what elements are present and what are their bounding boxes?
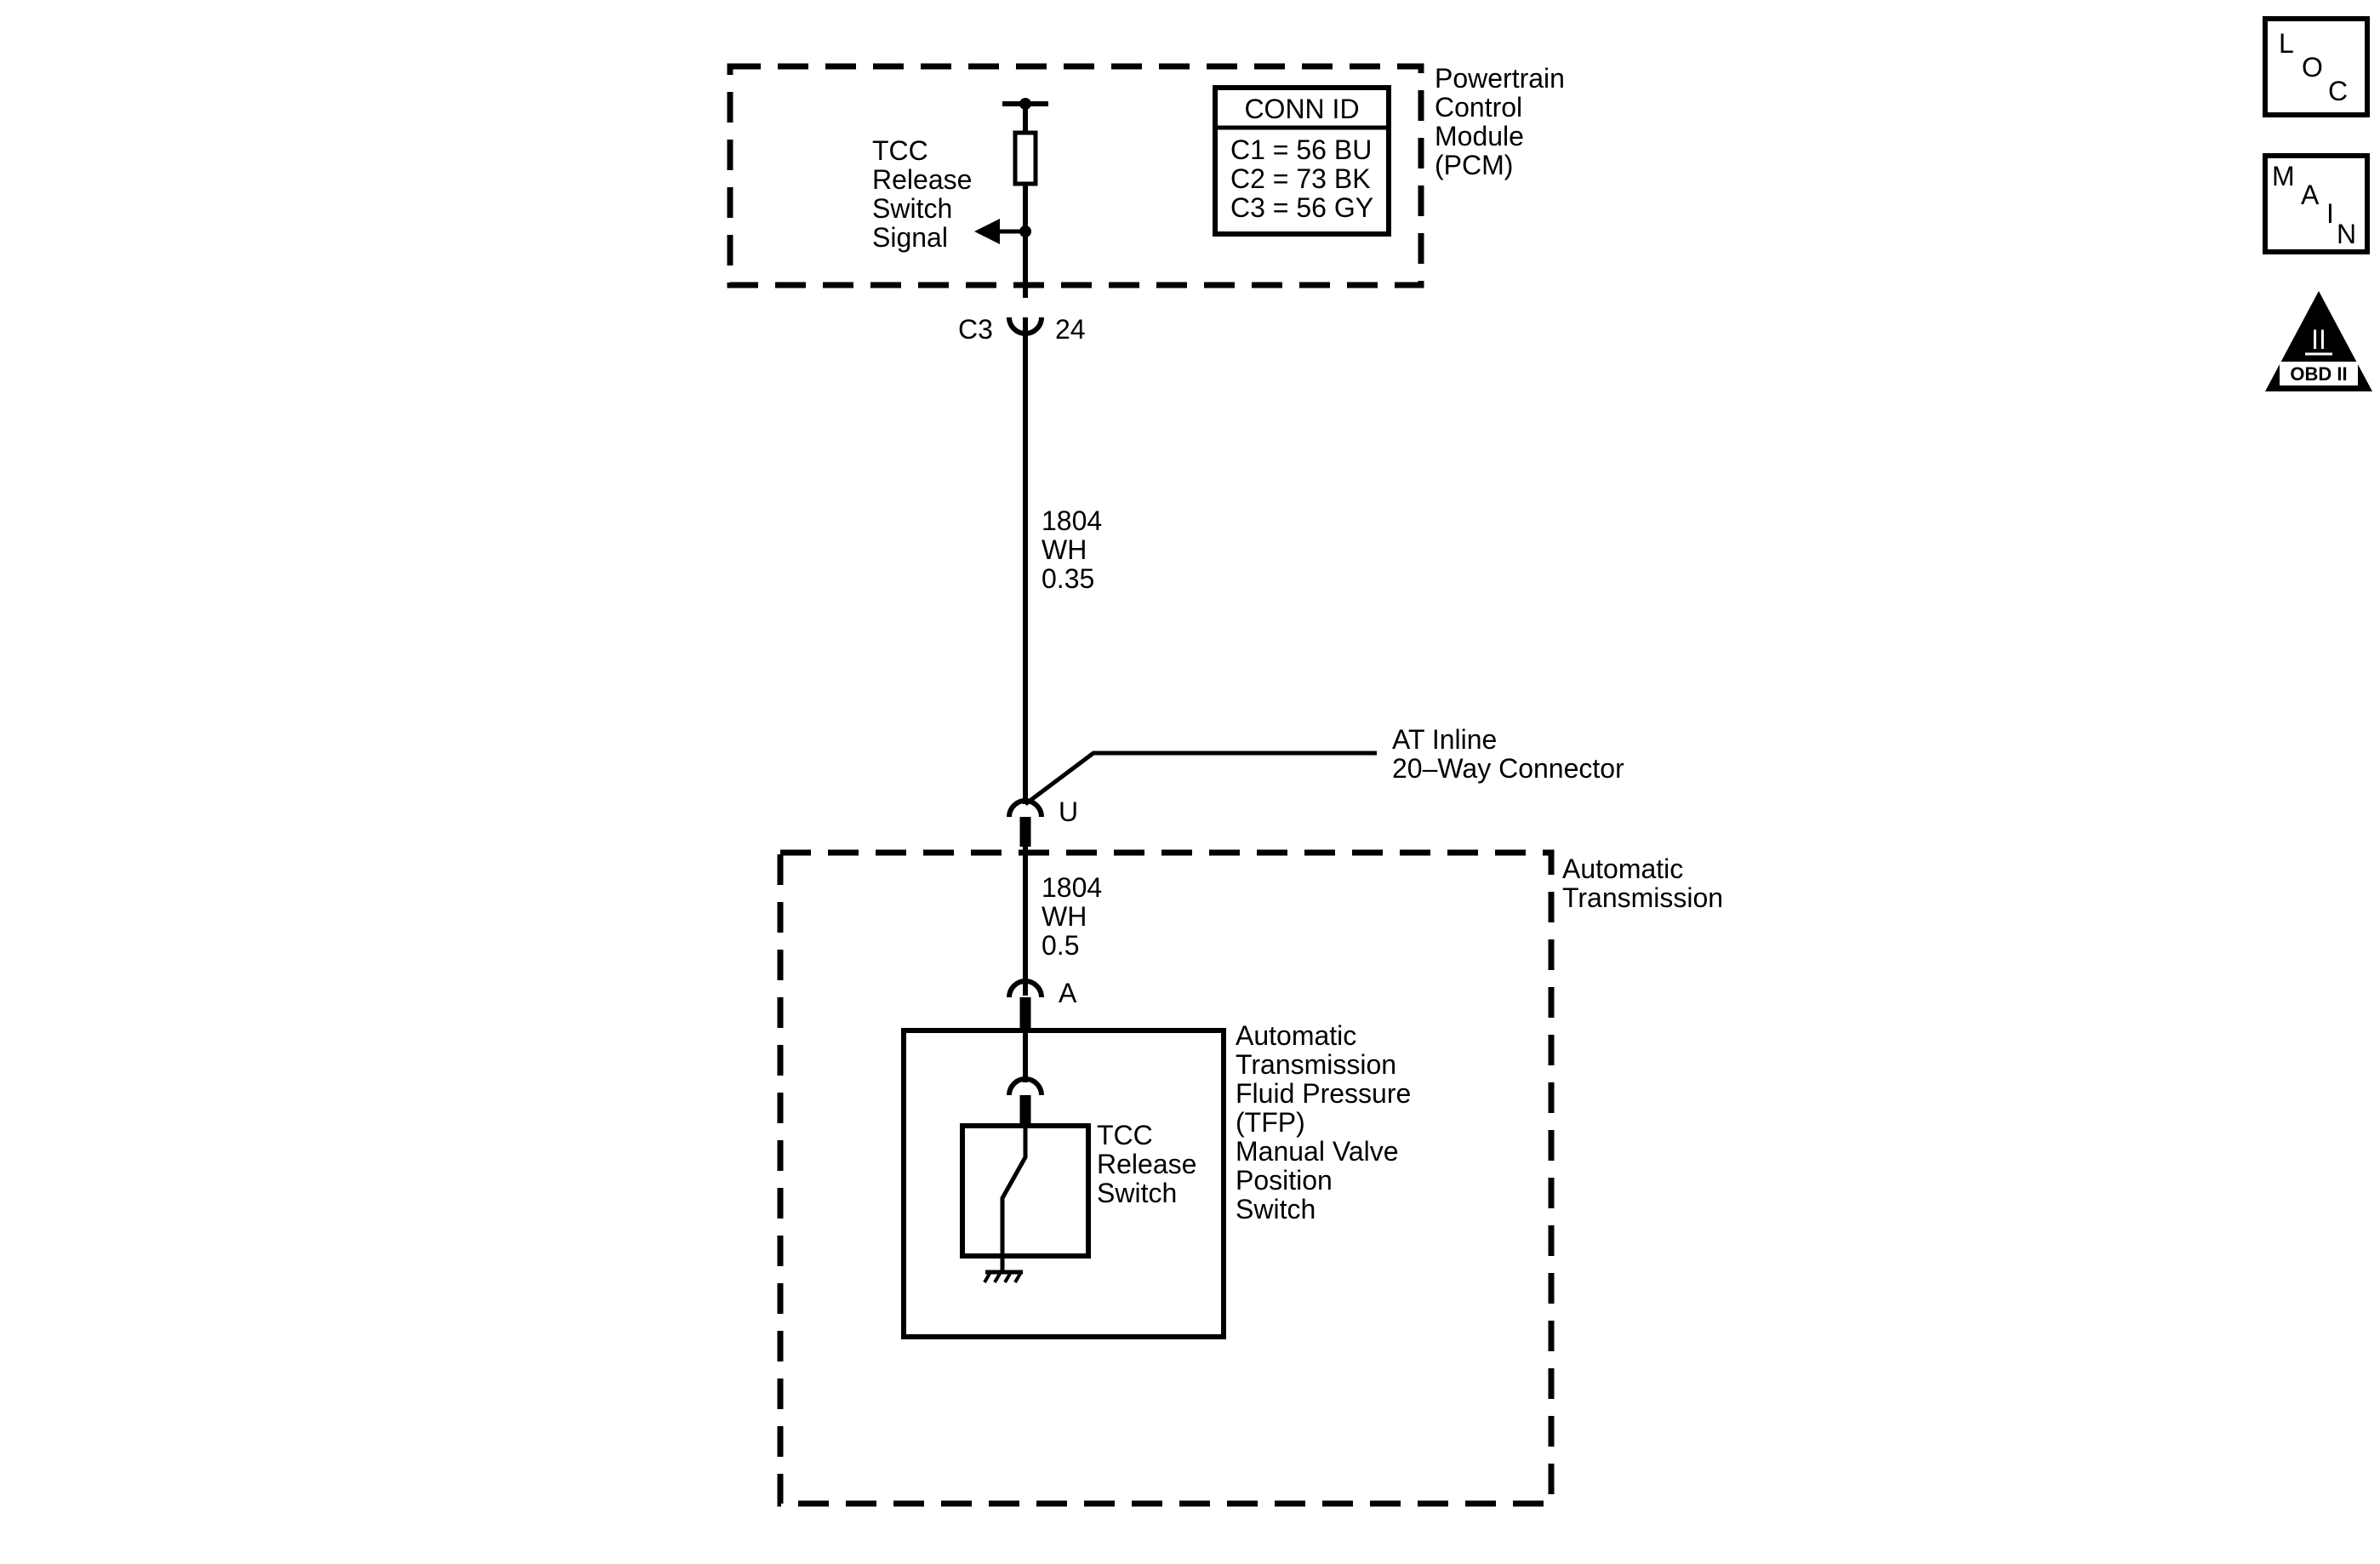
svg-text:II: II <box>2311 324 2326 355</box>
svg-text:Transmission: Transmission <box>1236 1049 1396 1080</box>
transmission-label: Automatic Transmission <box>1562 853 1723 913</box>
tcc-release-switch-label: TCC Release Switch <box>1097 1120 1196 1208</box>
svg-text:OBD II: OBD II <box>2290 363 2347 385</box>
pcm-label: Powertrain Control Module (PCM) <box>1435 63 1565 180</box>
svg-text:I: I <box>2326 198 2334 229</box>
tcc-release-switch-signal-label: TCC Release Switch Signal <box>872 135 972 253</box>
inline-connector-label: AT Inline 20–Way Connector <box>1392 724 1624 784</box>
svg-text:Control: Control <box>1435 92 1522 123</box>
conn-id-table: CONN ID C1 = 56 BU C2 = 73 BK C3 = 56 GY <box>1213 85 1391 237</box>
svg-text:Transmission: Transmission <box>1562 882 1723 913</box>
connector-a-symbol <box>1007 979 1044 998</box>
svg-text:Powertrain: Powertrain <box>1435 63 1565 94</box>
svg-text:Switch: Switch <box>1236 1194 1316 1224</box>
c3-name: C3 <box>958 314 993 345</box>
svg-text:TCC: TCC <box>872 135 928 166</box>
c3-pin: 24 <box>1055 314 1086 345</box>
svg-text:M: M <box>2272 161 2295 191</box>
ground-icon <box>983 1270 1023 1284</box>
inline-connector-symbol <box>1007 798 1044 818</box>
conn-id-row: C1 = 56 BU <box>1230 134 1372 165</box>
svg-text:1804: 1804 <box>1042 505 1102 536</box>
svg-text:Switch: Switch <box>872 193 952 224</box>
conn-id-row: C2 = 73 BK <box>1230 163 1371 194</box>
svg-text:N: N <box>2337 219 2356 249</box>
inline-connector-pin: U <box>1059 796 1078 827</box>
svg-text:(PCM): (PCM) <box>1435 150 1513 180</box>
svg-text:0.35: 0.35 <box>1042 563 1094 594</box>
obd-ii-icon[interactable]: II OBD II <box>2265 291 2372 391</box>
svg-text:Automatic: Automatic <box>1562 853 1683 884</box>
svg-text:Fluid Pressure: Fluid Pressure <box>1236 1078 1411 1109</box>
svg-text:L: L <box>2279 28 2294 59</box>
svg-text:O: O <box>2302 52 2323 83</box>
pcm-dashed-box <box>727 63 1424 288</box>
conn-id-row: C3 = 56 GY <box>1230 192 1373 223</box>
svg-text:Module: Module <box>1435 121 1524 151</box>
tfp-switch-label: Automatic Transmission Fluid Pressure (T… <box>1236 1020 1411 1224</box>
tfp-switch-box <box>901 1028 1226 1339</box>
svg-text:0.5: 0.5 <box>1042 930 1079 961</box>
svg-text:A: A <box>2301 180 2320 210</box>
pull-up-resistor <box>1013 130 1038 186</box>
svg-text:TCC: TCC <box>1097 1120 1153 1150</box>
main-icon[interactable]: M A I N <box>2263 153 2370 254</box>
svg-text:Release: Release <box>1097 1149 1196 1179</box>
wire-lower-label: 1804 WH 0.5 <box>1042 872 1102 961</box>
svg-text:(TFP): (TFP) <box>1236 1107 1305 1138</box>
wire-upper-label: 1804 WH 0.35 <box>1042 505 1102 594</box>
svg-text:Automatic: Automatic <box>1236 1020 1356 1051</box>
svg-text:Position: Position <box>1236 1165 1333 1196</box>
svg-text:Signal: Signal <box>872 222 948 253</box>
signal-arrow-icon <box>974 219 1000 244</box>
svg-text:WH: WH <box>1042 901 1087 932</box>
transmission-dashed-box <box>777 849 1555 1507</box>
switch-contact-icon <box>1000 1126 1028 1272</box>
svg-text:20–Way Connector: 20–Way Connector <box>1392 753 1624 784</box>
svg-text:Manual Valve: Manual Valve <box>1236 1136 1399 1167</box>
svg-text:1804: 1804 <box>1042 872 1102 903</box>
inline-connector-leader <box>1024 751 1377 806</box>
loc-icon[interactable]: L O C <box>2263 16 2370 117</box>
svg-text:Switch: Switch <box>1097 1178 1177 1208</box>
svg-text:Release: Release <box>872 164 972 195</box>
connector-a-pin: A <box>1059 978 1077 1008</box>
conn-id-header: CONN ID <box>1244 94 1359 124</box>
tfp-internal-connector-symbol <box>1007 1076 1044 1096</box>
svg-text:AT Inline: AT Inline <box>1392 724 1497 755</box>
svg-text:C: C <box>2328 76 2348 106</box>
svg-text:WH: WH <box>1042 534 1087 565</box>
